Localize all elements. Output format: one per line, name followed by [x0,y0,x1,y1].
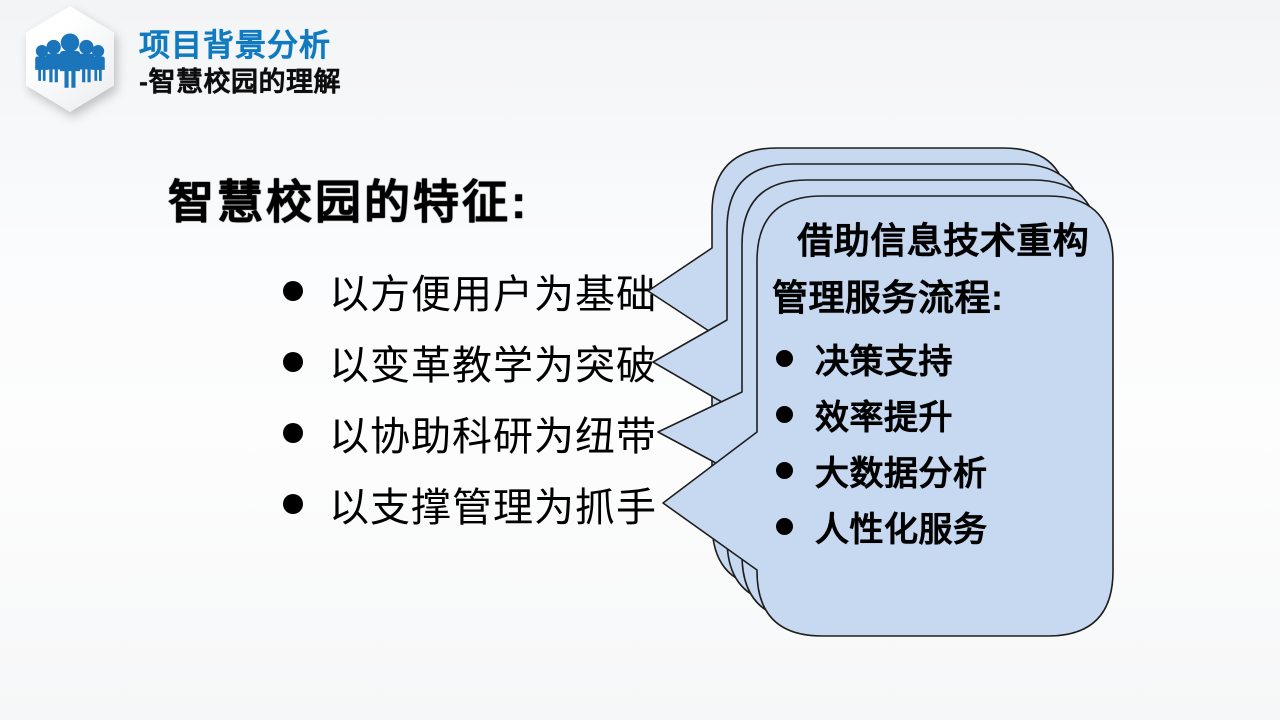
callout-item-text: 决策支持 [815,342,953,381]
bullet-dot-icon [776,517,793,535]
slide-header-title: 项目背景分析 [139,28,331,63]
list-item: 人性化服务 [772,498,1108,554]
bullet-dot-icon [776,461,793,479]
main-title: 智慧校园的特征: [168,176,530,228]
feature-text: 以支撑管理为抓手 [329,485,657,530]
list-item: 大数据分析 [772,442,1108,498]
feature-list: 以方便用户为基础 以变革教学为突破 以协助科研为纽带 以支撑管理为抓手 [283,255,657,539]
callout-item-text: 人性化服务 [815,510,988,549]
bullet-dot-icon [283,280,303,301]
callout-item-text: 大数据分析 [815,454,988,493]
feature-text: 以协助科研为纽带 [329,414,657,459]
header-titles: 项目背景分析 -智慧校园的理解 [139,30,341,96]
feature-text: 以变革教学为突破 [329,343,657,388]
slide-header-subtitle: -智慧校园的理解 [139,67,341,97]
list-item: 决策支持 [772,330,1108,386]
list-item: 以协助科研为纽带 [283,397,657,468]
list-item: 以支撑管理为抓手 [283,468,657,539]
list-item: 以方便用户为基础 [283,255,657,326]
feature-text: 以方便用户为基础 [329,272,657,317]
callout-content: 借助信息技术重构管理服务流程: 决策支持 效率提升 大数据分析 人性化服务 [772,212,1108,554]
bullet-dot-icon [283,351,303,372]
list-item: 以变革教学为突破 [283,326,657,397]
bullet-dot-icon [283,422,303,443]
bullet-dot-icon [283,493,303,514]
bullet-dot-icon [776,405,793,423]
bullet-dot-icon [776,349,793,367]
list-item: 效率提升 [772,386,1108,442]
callout-layer-front [662,195,1114,637]
callout-item-text: 效率提升 [815,398,953,437]
callout-item-list: 决策支持 效率提升 大数据分析 人性化服务 [772,330,1108,554]
header-hexagon-badge [20,6,120,112]
callout-heading: 借助信息技术重构管理服务流程: [772,220,1090,318]
